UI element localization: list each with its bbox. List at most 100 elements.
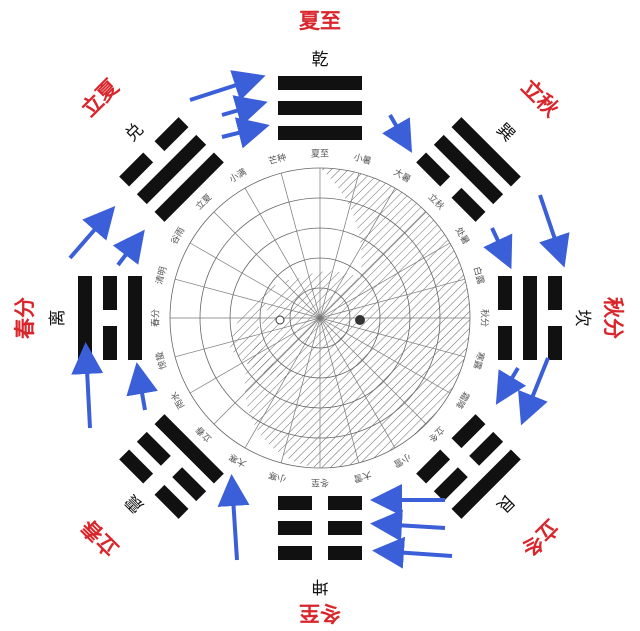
season-label: 立秋 bbox=[517, 75, 564, 122]
trigram-巽 bbox=[416, 117, 521, 222]
broken-line bbox=[278, 496, 312, 510]
broken-line bbox=[451, 414, 486, 449]
solar-term-label: 大寒 bbox=[227, 451, 249, 470]
solar-term-label: 惊蛰 bbox=[153, 350, 169, 371]
radial-line bbox=[319, 317, 427, 425]
solid-line bbox=[451, 117, 521, 187]
radial-line bbox=[244, 187, 321, 319]
solar-term-label: 清明 bbox=[153, 265, 169, 286]
solid-line bbox=[451, 449, 521, 519]
solar-term-label: 立夏 bbox=[193, 191, 214, 212]
solar-term-label: 立秋 bbox=[426, 191, 447, 212]
solar-term-label: 冬至 bbox=[311, 477, 329, 489]
trigram-name: 震 bbox=[122, 490, 148, 516]
broken-line bbox=[154, 484, 189, 519]
trigram-name: 艮 bbox=[492, 490, 518, 516]
arrow bbox=[189, 70, 266, 102]
solar-term-label: 处暑 bbox=[453, 225, 472, 247]
radial-line bbox=[319, 317, 465, 358]
solar-term-label: 小满 bbox=[227, 167, 248, 186]
solar-term-label: 大雪 bbox=[352, 469, 373, 485]
arrow bbox=[71, 342, 104, 429]
radial-line bbox=[319, 317, 451, 394]
broken-line bbox=[119, 152, 154, 187]
solar-term-label: 春分 bbox=[150, 309, 162, 327]
radial-line bbox=[319, 317, 360, 463]
solar-term-label: 霜降 bbox=[453, 389, 472, 411]
broken-line bbox=[498, 326, 512, 360]
arrow bbox=[221, 117, 270, 149]
radial-line bbox=[213, 317, 321, 425]
broken-line bbox=[498, 276, 512, 310]
radial-line bbox=[213, 211, 321, 319]
broken-line bbox=[136, 431, 171, 466]
trigram-ring: 乾夏至巽立秋坎秋分艮立冬坤冬至震立春离春分兑立夏 bbox=[13, 9, 625, 625]
solid-line bbox=[278, 76, 362, 90]
trigram-乾 bbox=[278, 76, 362, 140]
arrows bbox=[68, 70, 570, 569]
solar-term-label: 立春 bbox=[193, 424, 214, 445]
broken-line bbox=[172, 467, 207, 502]
solar-term-label: 夏至 bbox=[311, 149, 329, 160]
trigram-name: 离 bbox=[48, 310, 68, 327]
trigram-name: 乾 bbox=[312, 50, 329, 70]
radial-line bbox=[189, 242, 321, 319]
solid-line bbox=[278, 126, 362, 140]
radial-line bbox=[319, 187, 396, 319]
broken-line bbox=[548, 326, 562, 360]
broken-line bbox=[433, 467, 468, 502]
trigram-name: 巽 bbox=[492, 120, 518, 146]
trigram-艮 bbox=[416, 414, 521, 519]
trigram-name: 坎 bbox=[572, 310, 592, 327]
season-label: 立夏 bbox=[77, 74, 124, 121]
radial-line bbox=[175, 278, 321, 319]
season-label: 春分 bbox=[13, 297, 37, 339]
trigram-坎 bbox=[498, 276, 562, 360]
broken-line bbox=[548, 276, 562, 310]
trigram-坤 bbox=[278, 496, 362, 560]
arrow bbox=[221, 95, 268, 127]
broken-line bbox=[328, 546, 362, 560]
solar-term-label: 大暑 bbox=[391, 166, 413, 185]
radial-line bbox=[280, 317, 321, 463]
broken-line bbox=[416, 152, 451, 187]
arrow bbox=[495, 366, 527, 405]
radial-line bbox=[280, 173, 321, 319]
arrow bbox=[370, 509, 446, 542]
season-label: 夏至 bbox=[299, 9, 341, 33]
broken-line bbox=[103, 326, 117, 360]
filled-dot bbox=[355, 315, 365, 325]
arrow bbox=[538, 194, 570, 268]
radial-line bbox=[319, 317, 396, 449]
solar-term-label: 小暑 bbox=[352, 152, 372, 167]
trigram-震 bbox=[119, 414, 224, 519]
season-label: 立冬 bbox=[517, 515, 564, 562]
solar-term-label: 小雪 bbox=[391, 451, 412, 470]
arrow bbox=[112, 229, 145, 267]
shaded-region bbox=[230, 277, 320, 379]
season-label: 冬至 bbox=[299, 601, 341, 625]
arrow bbox=[126, 362, 158, 411]
arrow bbox=[382, 113, 413, 153]
arrow bbox=[217, 474, 250, 561]
broken-line bbox=[278, 521, 312, 535]
solid-line bbox=[433, 134, 504, 205]
broken-line bbox=[328, 496, 362, 510]
solar-term-label: 小寒 bbox=[267, 469, 288, 485]
radial-line bbox=[319, 173, 360, 319]
radial-line bbox=[319, 211, 427, 319]
broken-line bbox=[451, 187, 486, 222]
solid-line bbox=[523, 276, 537, 360]
arrow bbox=[483, 227, 513, 270]
solid-line bbox=[278, 101, 362, 115]
trigram-name: 兑 bbox=[122, 120, 148, 146]
solar-term-label: 寒露 bbox=[471, 350, 487, 371]
season-label: 立春 bbox=[76, 514, 123, 561]
arrow bbox=[372, 536, 453, 569]
solar-term-label: 白露 bbox=[471, 265, 487, 286]
radial-line bbox=[244, 317, 321, 449]
arrow bbox=[68, 205, 116, 260]
open-dot bbox=[275, 315, 285, 325]
solid-line bbox=[154, 152, 224, 222]
radial-line bbox=[319, 242, 451, 319]
